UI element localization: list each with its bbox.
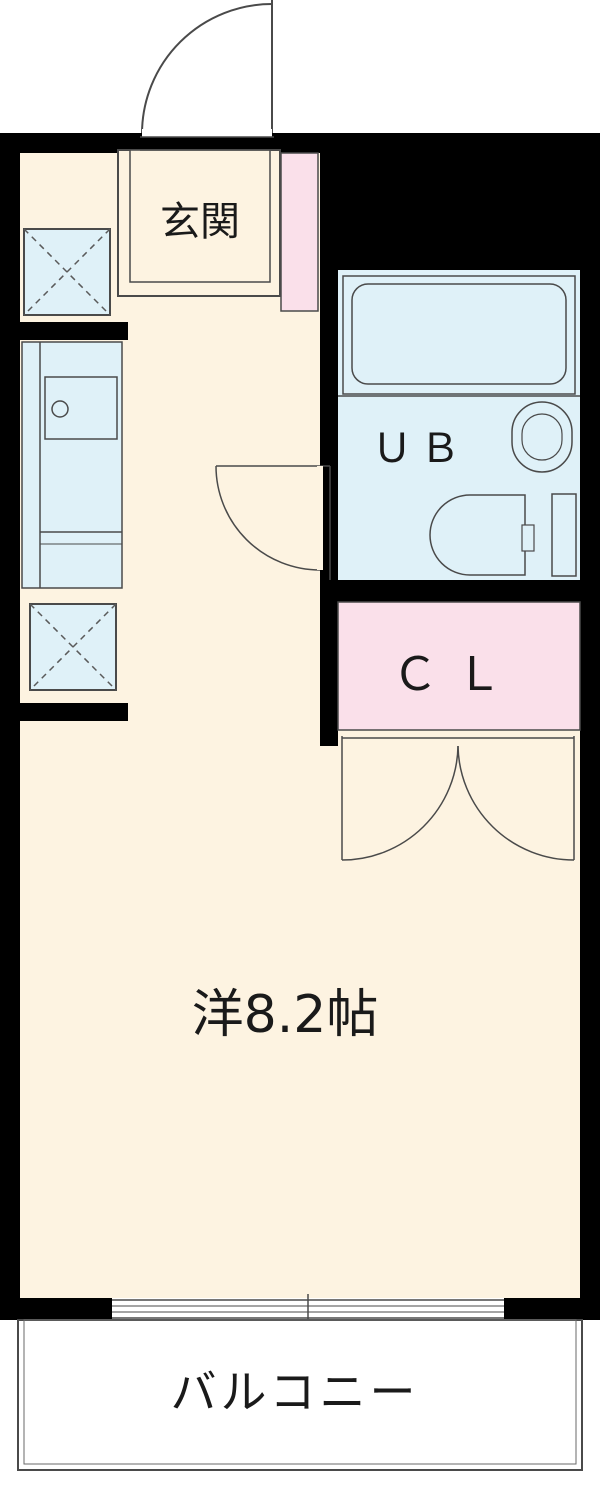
- wall-bath-closet: [320, 580, 580, 602]
- balcony: バルコニー: [17, 1319, 583, 1471]
- unit-bath-label: ＵＢ: [372, 426, 468, 472]
- interior-wall-block: [320, 153, 580, 270]
- wall-stub-upper: [20, 322, 128, 340]
- wall-stub-lower: [20, 703, 128, 721]
- unit-bath: ＵＢ: [338, 270, 580, 580]
- closet-doors[interactable]: [341, 736, 575, 861]
- closet-label: ＣＬ: [392, 647, 520, 701]
- closet: ＣＬ: [337, 601, 581, 731]
- bath-door[interactable]: [215, 465, 331, 580]
- balcony-window[interactable]: [112, 1294, 504, 1322]
- storage-box-upper: [23, 228, 111, 316]
- entrance: 玄関: [117, 149, 281, 297]
- balcony-label: バルコニー: [170, 1365, 419, 1419]
- washbasin-icon: [429, 494, 526, 576]
- storage-box-lower: [29, 603, 117, 691]
- sink-drain-icon: [51, 400, 69, 418]
- western-room-label: 洋8.2帖: [192, 985, 379, 1045]
- kitchen-counter: [21, 341, 123, 589]
- entrance-door[interactable]: [140, 0, 274, 151]
- shoe-cabinet: [280, 152, 319, 312]
- toilet-tank-icon: [511, 401, 573, 473]
- interior-wall-partition: [320, 270, 338, 746]
- bathtub-icon: [351, 283, 567, 385]
- entrance-label: 玄関: [160, 199, 240, 245]
